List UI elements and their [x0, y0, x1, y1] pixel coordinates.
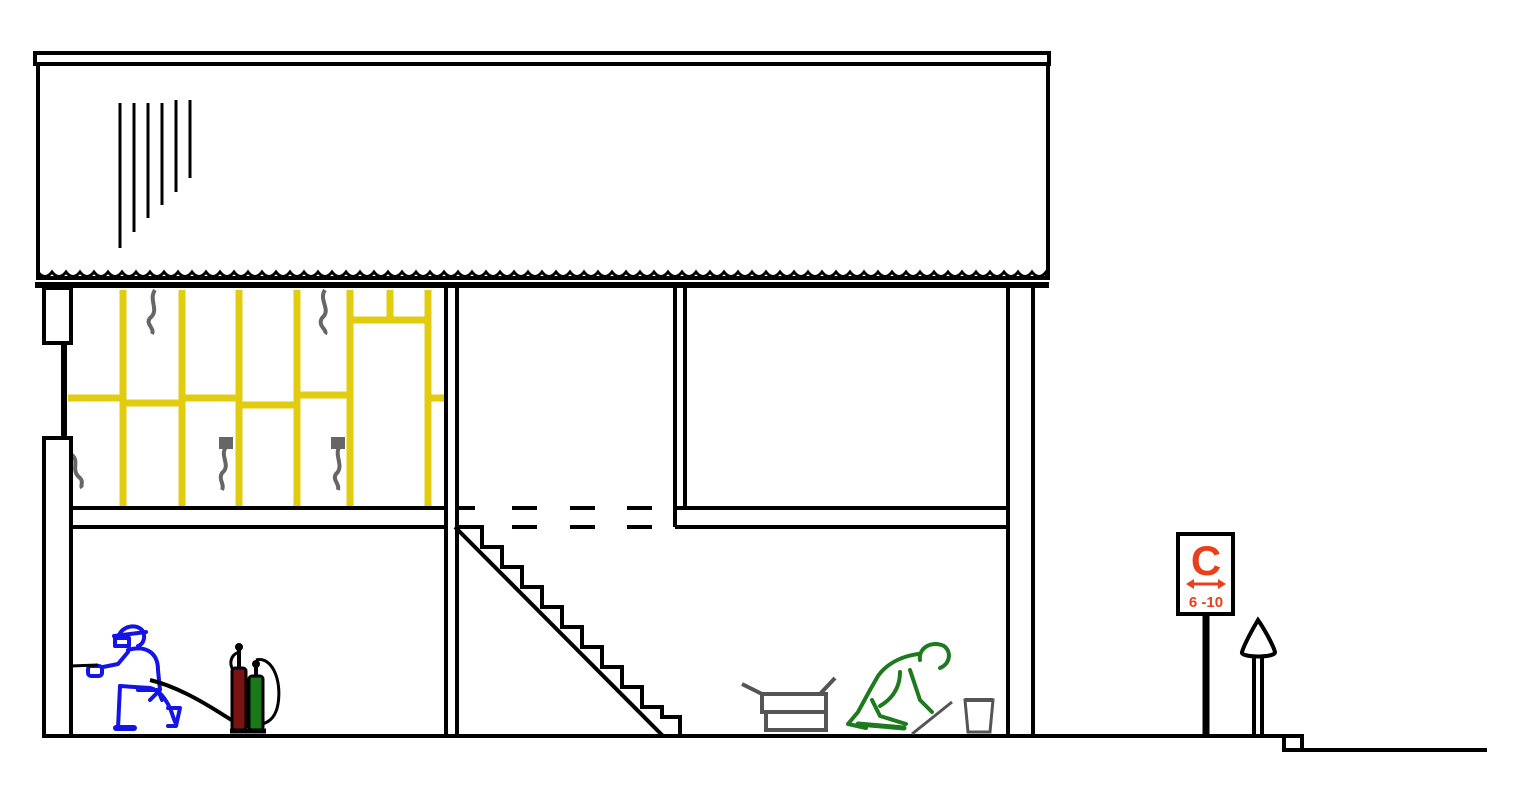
structure [42, 286, 1487, 752]
floor-opening-dashes [512, 506, 652, 529]
curb-step [1282, 736, 1487, 752]
welding-torch [69, 663, 99, 668]
staircase [453, 525, 682, 738]
double-arrow-icon [1186, 579, 1226, 589]
roof-scallop-edge [36, 268, 1050, 278]
sign-range: 6 -10 [1189, 594, 1223, 611]
curb-detail [1284, 734, 1304, 750]
sign-board [1176, 532, 1235, 616]
sawhorse-icon [741, 676, 837, 732]
stair-stringer [453, 525, 665, 738]
electrical-boxes [219, 437, 345, 449]
roof-rain-streaks [118, 100, 192, 248]
gas-cylinder-icon [229, 643, 281, 734]
left-wall-upper [42, 286, 73, 345]
roof-body [36, 62, 1050, 280]
wall-framing [68, 290, 446, 507]
kneeling-worker-icon [846, 641, 951, 731]
stair-steps [462, 525, 682, 736]
zone-sign: C 6 -10 [1176, 532, 1235, 736]
left-wall-lower [42, 436, 73, 738]
kneeling-welder-icon [86, 624, 182, 731]
lamp-post-icon [1239, 616, 1278, 736]
bucket-icon [963, 698, 995, 734]
roof [33, 51, 1051, 288]
hanging-wires [70, 288, 342, 491]
sign-letter: C [1191, 537, 1221, 584]
hand-tool [911, 700, 953, 736]
